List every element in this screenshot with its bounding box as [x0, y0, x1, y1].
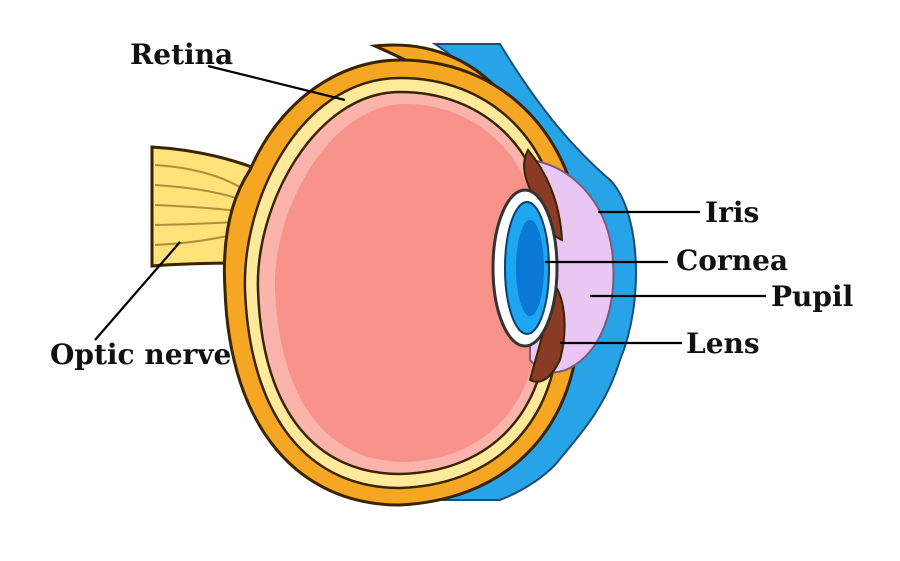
leader-lines — [94, 64, 766, 345]
label-iris: Iris — [705, 196, 759, 229]
label-optic-nerve: Optic nerve — [50, 338, 231, 371]
leader-optic-nerve — [94, 241, 181, 341]
vitreous-body — [274, 104, 536, 462]
label-retina: Retina — [130, 38, 233, 71]
label-lens: Lens — [686, 327, 760, 360]
label-cornea: Cornea — [676, 244, 788, 277]
leader-retina — [207, 64, 346, 102]
lens-core — [516, 220, 544, 316]
label-pupil: Pupil — [771, 280, 853, 313]
